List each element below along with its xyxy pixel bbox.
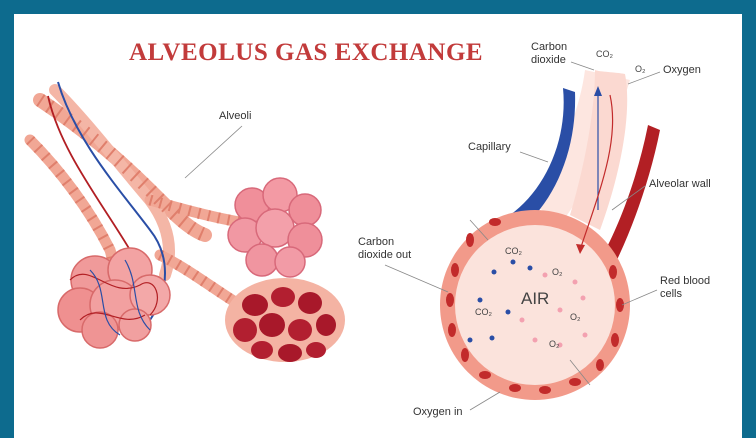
alveolar-cluster-section [225, 278, 345, 362]
mol-o2-3: O₂ [549, 339, 560, 349]
label-carbon-dioxide-out-line1: Carbon [358, 236, 394, 248]
label-capillary: Capillary [468, 141, 511, 153]
label-red-blood-cells: Red blood cells [660, 275, 713, 300]
label-co2-top: CO₂ [596, 49, 614, 59]
label-carbon-dioxide-top-line2: dioxide [531, 54, 566, 66]
leader-alveoli [185, 126, 242, 178]
label-alveolar-wall: Alveolar wall [649, 178, 711, 190]
label-red-blood-cells-line2: cells [660, 288, 683, 300]
label-o2-top: O₂ [635, 64, 646, 74]
label-alveoli: Alveoli [219, 110, 251, 122]
mol-o2-2: O₂ [570, 312, 581, 322]
alveolar-cluster-vessels [58, 248, 170, 348]
leader-co2 [571, 62, 594, 70]
alveolus-cross-section [440, 70, 660, 400]
label-carbon-dioxide-out: Carbon dioxide out [358, 236, 411, 261]
label-carbon-dioxide-out-line2: dioxide out [358, 249, 411, 261]
label-oxygen-in: Oxygen in [413, 406, 463, 418]
leader-capillary [520, 152, 548, 162]
label-carbon-dioxide-top: Carbon dioxide [531, 41, 570, 66]
label-carbon-dioxide-top-line1: Carbon [531, 41, 567, 53]
leader-carbon-dioxide-out [385, 265, 448, 292]
mol-co2-1: CO₂ [505, 246, 523, 256]
leader-oxygen-in [470, 392, 500, 410]
label-oxygen: Oxygen [663, 64, 701, 76]
alveolar-cluster-external [228, 178, 322, 277]
label-air: AIR [521, 289, 549, 308]
mol-co2-2: CO₂ [475, 307, 493, 317]
label-red-blood-cells-line1: Red blood [660, 275, 710, 287]
mol-o2-1: O₂ [552, 267, 563, 277]
